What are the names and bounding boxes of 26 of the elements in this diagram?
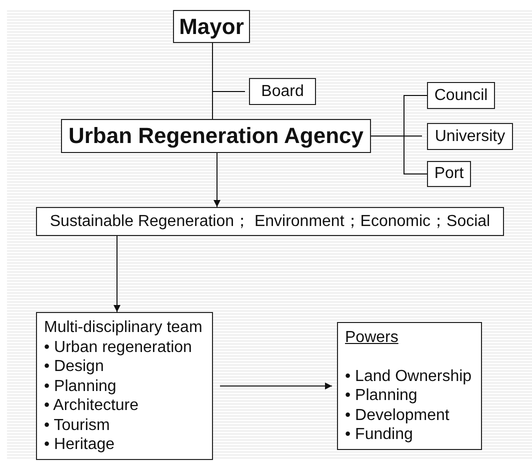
list-item: • Land Ownership xyxy=(345,366,473,386)
connector xyxy=(114,236,120,312)
process-box: Urban Regeneration Agency xyxy=(61,119,371,153)
list-item: • Development xyxy=(345,406,450,425)
process-box: Port xyxy=(427,161,471,187)
process-box: Council xyxy=(427,82,495,109)
list-item: • Architecture xyxy=(44,396,140,416)
process-box: Board xyxy=(249,78,316,105)
list-box xyxy=(36,312,213,460)
connector xyxy=(214,152,220,208)
list-item: • Urban regeneration xyxy=(44,338,193,357)
list-box xyxy=(337,322,482,450)
title-box: Mayor xyxy=(173,10,250,43)
connector xyxy=(212,42,246,92)
list-item: • Design xyxy=(44,357,105,376)
list-item: • Planning xyxy=(44,376,118,396)
connector xyxy=(370,136,428,174)
list-item: • Funding xyxy=(345,425,414,444)
list-item: • Heritage xyxy=(44,435,116,454)
list-item: • Planning xyxy=(345,386,418,406)
process-box: University xyxy=(427,123,513,150)
connector xyxy=(220,382,332,390)
list-item: • Tourism xyxy=(44,416,111,435)
process-box: Sustainable Regeneration； Environment；Economic；Social xyxy=(36,207,504,236)
heading: Powers xyxy=(345,328,398,348)
heading: Multi-disciplinary team xyxy=(44,318,204,338)
